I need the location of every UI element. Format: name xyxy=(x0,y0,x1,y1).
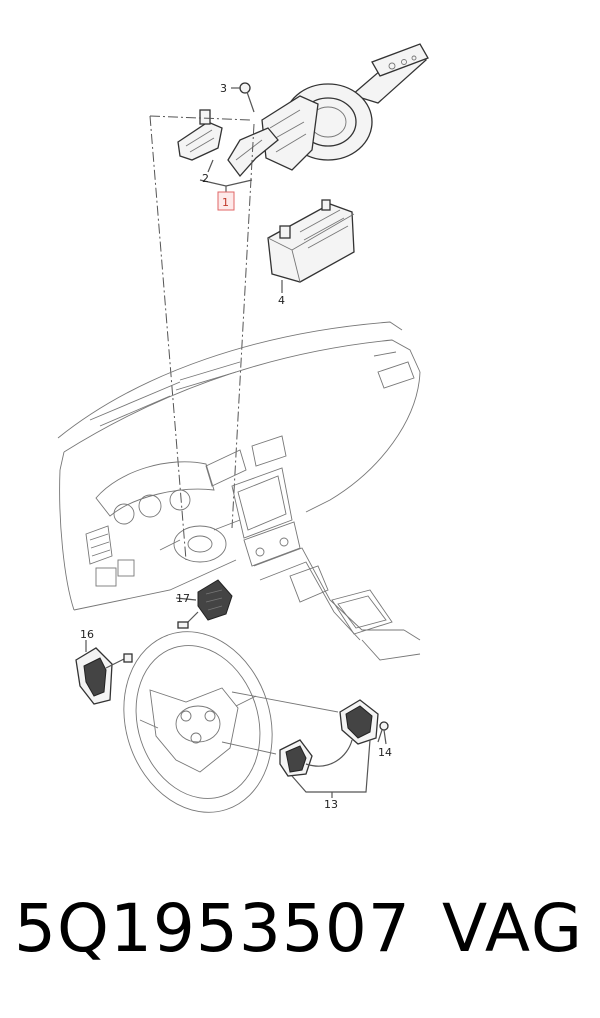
callout-labels: 1 2 3 4 13 14 16 17 xyxy=(80,82,392,811)
part-3-screw xyxy=(239,82,255,113)
callout-2: 2 xyxy=(202,172,209,185)
part-number: 5Q1953507 xyxy=(14,890,411,967)
part-info-footer: 5Q1953507 VAG xyxy=(0,890,600,990)
guide-lines xyxy=(149,115,255,561)
dashboard-illustration xyxy=(57,321,421,661)
steering-column-switch-assembly xyxy=(227,43,429,178)
part-13-wheel-switches xyxy=(221,691,379,798)
part-16-switch-panel xyxy=(75,640,133,705)
steering-wheel xyxy=(123,631,273,813)
brand-name: VAG xyxy=(441,890,584,967)
part-2-bracket xyxy=(177,109,223,161)
part-17-switch-panel xyxy=(175,579,233,629)
callout-14: 14 xyxy=(378,746,392,759)
callout-1: 1 xyxy=(222,196,229,209)
exploded-parts-diagram: 1 2 3 4 13 14 16 17 xyxy=(57,43,429,813)
part-14-screw xyxy=(377,721,389,745)
part-4-control-unit xyxy=(267,199,355,283)
callout-16: 16 xyxy=(80,628,94,641)
callout-1-highlight-box xyxy=(217,191,235,211)
callout-3: 3 xyxy=(220,82,227,95)
callout-13: 13 xyxy=(324,798,338,811)
callout-4: 4 xyxy=(278,294,285,307)
callout-17: 17 xyxy=(176,592,190,605)
